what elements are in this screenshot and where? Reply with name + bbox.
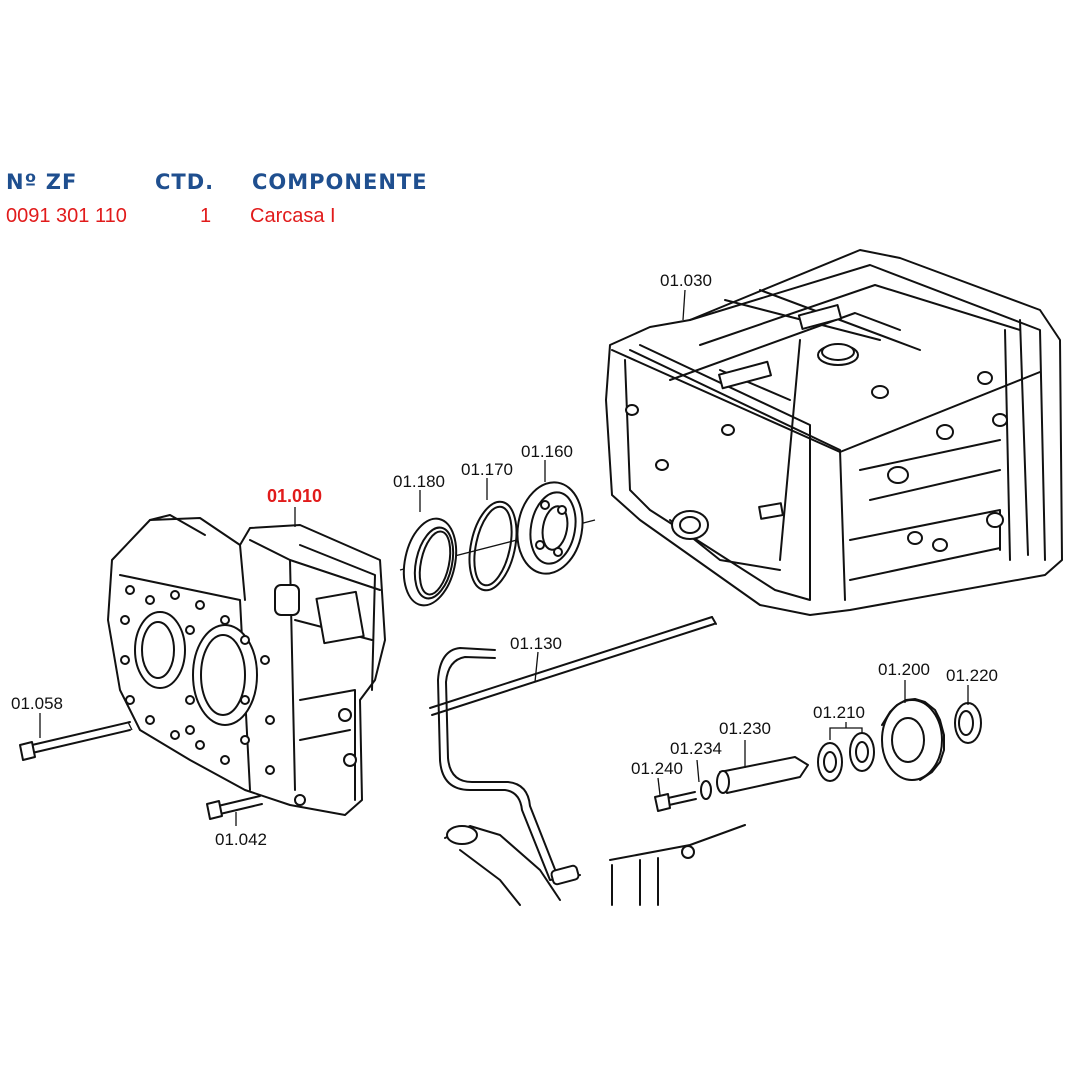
housing-rear[interactable] — [605, 249, 1063, 616]
part-number-value: 0091 301 110 — [6, 205, 127, 227]
seal-01180[interactable] — [396, 514, 463, 610]
callout-01010: 01.010 — [267, 486, 322, 506]
washer-01234[interactable] — [700, 780, 712, 800]
needle-bearings-01210[interactable] — [817, 722, 875, 782]
header-component: COMPONENTE — [252, 170, 428, 194]
callout-01210: 01.210 — [813, 703, 865, 722]
callout-01160: 01.160 — [521, 442, 573, 461]
housing-lower-partial — [444, 824, 746, 906]
callout-01220: 01.220 — [946, 666, 998, 685]
component-value: Carcasa I — [250, 205, 336, 227]
pin-01230[interactable] — [716, 756, 809, 794]
callout-01240: 01.240 — [631, 759, 683, 778]
screw-01240[interactable] — [654, 791, 697, 812]
washer-01220[interactable] — [954, 702, 982, 744]
leader-lines — [39, 289, 969, 826]
callout-01130: 01.130 — [510, 634, 562, 653]
header-quantity: CTD. — [155, 170, 215, 194]
housing-front[interactable] — [107, 514, 386, 816]
bearing-01160[interactable] — [510, 477, 589, 579]
quantity-value: 1 — [200, 205, 212, 227]
gear-01200[interactable] — [881, 698, 945, 781]
bolt-01058[interactable] — [19, 721, 133, 761]
callout-01030: 01.030 — [660, 271, 712, 290]
callout-01234: 01.234 — [670, 739, 722, 758]
callout-01058: 01.058 — [11, 694, 63, 713]
tube-01130[interactable] — [429, 616, 717, 886]
header-part-number: Nº ZF — [6, 170, 78, 194]
callout-01180: 01.180 — [393, 472, 445, 491]
callout-01230: 01.230 — [719, 719, 771, 738]
callout-01170: 01.170 — [461, 460, 513, 479]
callout-01042: 01.042 — [215, 830, 267, 849]
snap-ring-01170[interactable] — [462, 497, 524, 594]
bolt-01042[interactable] — [206, 795, 263, 820]
callout-01200: 01.200 — [878, 660, 930, 679]
